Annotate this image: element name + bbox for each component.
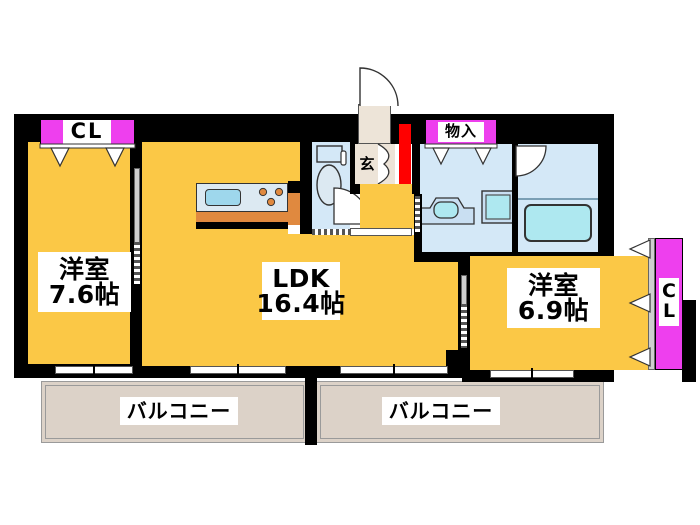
sliding-door-left-bedroom[interactable]: [134, 168, 140, 244]
bedroom-left-area: 7.6帖: [48, 280, 121, 309]
genkan-door-leaf-icon[interactable]: [377, 143, 398, 185]
washroom-wall-right: [512, 144, 518, 256]
ldk-area: 16.4帖: [256, 289, 346, 318]
entry-door-swing-icon[interactable]: [358, 66, 400, 108]
bathroom-divider-line: [518, 198, 598, 200]
closet-left-folding-door-arrows: [39, 143, 136, 168]
bedroom-right-label: 洋室 6.9帖: [507, 268, 600, 328]
exterior-wall-top-mid: [300, 114, 412, 144]
washing-machine-pan-icon: [481, 190, 515, 224]
bedroom-right-area: 6.9帖: [517, 296, 590, 325]
ldk-label: LDK 16.4帖: [256, 262, 345, 320]
bedroom-left-label: 洋室 7.6帖: [38, 252, 131, 312]
sliding-door-right-bedroom-track: [461, 304, 467, 348]
entry-marker: [399, 124, 411, 184]
window-bedroom-left-mullion: [93, 364, 95, 376]
exterior-wall-right-lower: [682, 300, 696, 382]
partition-wall-right-bedroom-nub: [446, 350, 470, 370]
sliding-door-left-bedroom-track: [134, 242, 140, 284]
exterior-wall-left: [14, 114, 30, 378]
closet-right-cl-label-l: L: [662, 300, 676, 322]
ldk-name: LDK: [272, 263, 330, 293]
toilet-icon: [316, 145, 347, 206]
three-burner-stove-icon: [258, 187, 284, 207]
vanity-sink-icon: [419, 197, 475, 225]
genkan-door-frame: [358, 104, 391, 144]
bedroom-right-name: 洋室: [527, 270, 579, 300]
closet-storage-folding-door-arrows: [424, 143, 498, 166]
balcony-left-label: バルコニー: [120, 397, 238, 425]
sliding-door-right-bedroom[interactable]: [461, 275, 467, 305]
window-ldk-left-mullion: [237, 364, 239, 376]
balcony-right-inner-edge: [320, 385, 600, 439]
bedroom-left-name: 洋室: [58, 254, 110, 284]
closet-storage-label: 物入: [438, 122, 484, 142]
genkan-entry-floor: [355, 144, 395, 184]
window-bedroom-right-mullion: [531, 368, 533, 380]
closet-right-cl-label-c: C: [662, 280, 676, 303]
hallway-floor: [360, 184, 418, 254]
washroom-door-track[interactable]: [415, 196, 420, 232]
hallway-sliding-door-panel[interactable]: [350, 228, 412, 236]
bathroom-door-swing-icon[interactable]: [515, 145, 548, 178]
bathtub-icon: [524, 204, 592, 242]
kitchen-counter-front: [196, 211, 288, 225]
washroom-wall-bottom: [414, 252, 518, 262]
toilet-wall-left: [300, 142, 312, 234]
window-ldk-right-mullion: [393, 364, 395, 376]
closet-right-cl-folding-door-arrows: [628, 239, 651, 367]
balcony-divider-wall: [305, 376, 317, 445]
closet-right-cl-label: C L: [659, 278, 679, 326]
balcony-right-label: バルコニー: [382, 397, 500, 425]
kitchen-sink-basin-icon: [205, 189, 241, 206]
kitchen-wall-right: [288, 181, 300, 193]
balcony-left-inner-edge: [45, 385, 304, 439]
closet-left-cl-label: CL: [63, 120, 111, 144]
genkan-label: 玄: [359, 155, 375, 174]
kitchen-wall-stub: [196, 222, 288, 229]
